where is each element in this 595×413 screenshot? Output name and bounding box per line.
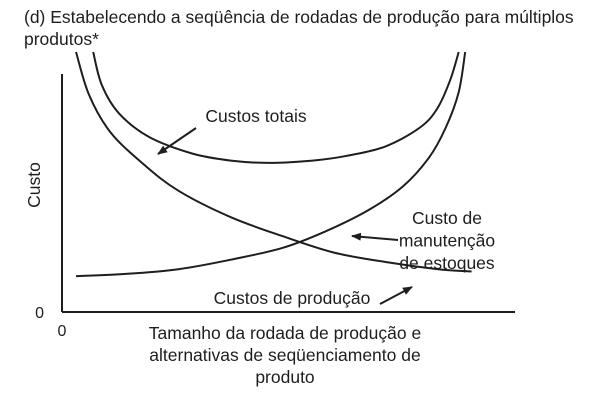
annotation-line: de estoques	[399, 253, 495, 273]
annotation-line: Custo de	[412, 208, 482, 228]
x-origin-label: 0	[58, 323, 67, 340]
annotation-line: Custos totais	[205, 106, 306, 126]
chart-title: (d) Estabelecendo a seqüência de rodadas…	[24, 7, 574, 49]
total-cost-annotation: Custos totais	[205, 106, 306, 126]
y-origin-label: 0	[35, 305, 44, 322]
x-axis-label: Tamanho da rodada de produção e alternat…	[148, 323, 422, 387]
annotation-arrow	[351, 232, 399, 241]
y-axis-label: Custo	[24, 162, 44, 208]
annotation-arrow	[379, 286, 413, 305]
annotation-line: Custos de produção	[214, 288, 371, 308]
production-cost-curve	[75, 51, 472, 273]
total-cost-curve	[92, 51, 460, 164]
annotation-arrow	[157, 127, 197, 155]
production-cost-annotation: Custos de produção	[214, 288, 371, 308]
annotation-line: manutenção	[399, 231, 495, 251]
holding-cost-curve	[75, 51, 467, 278]
